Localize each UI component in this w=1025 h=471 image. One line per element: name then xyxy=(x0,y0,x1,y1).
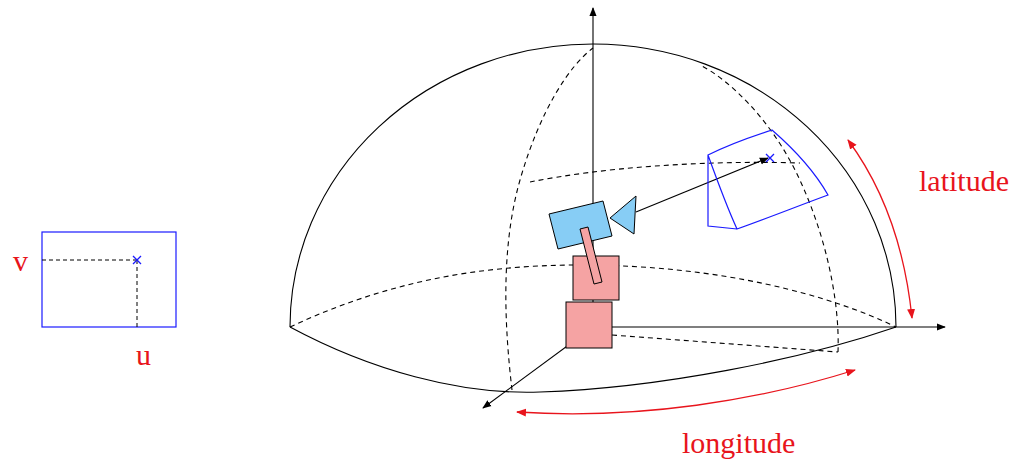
axis-label: u xyxy=(136,340,151,370)
angle-label: longitude xyxy=(682,428,795,458)
image-frame xyxy=(42,232,176,327)
angle-arrows xyxy=(517,140,912,414)
view-ray xyxy=(636,130,828,229)
angle-label: latitude xyxy=(919,166,1009,196)
axis-label: v xyxy=(13,246,28,276)
robot xyxy=(549,196,636,348)
axes xyxy=(483,8,945,408)
